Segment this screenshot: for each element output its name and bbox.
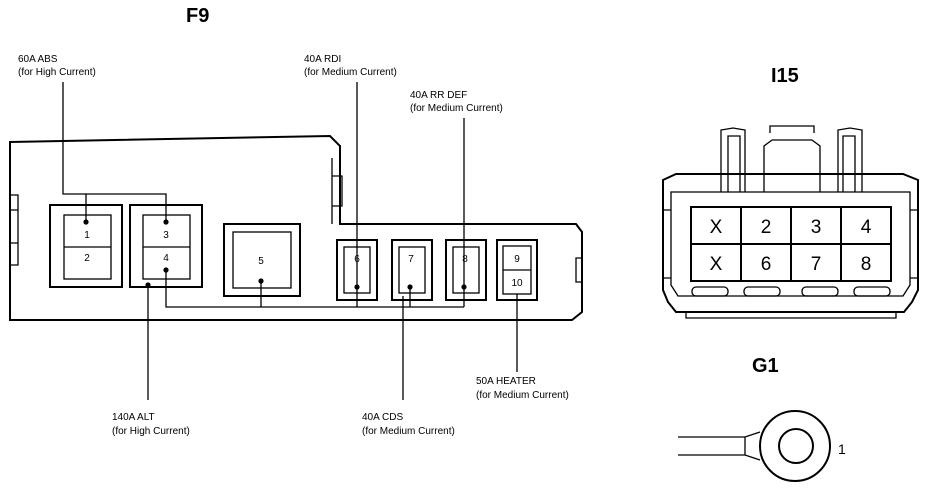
f9-cavity-7 (391, 239, 433, 301)
label-rdi-note: (for Medium Current) (304, 67, 397, 78)
label-cds-note: (for Medium Current) (362, 426, 455, 437)
f9-contact-dot (407, 284, 413, 290)
f9-pin-3: 3 (163, 230, 169, 241)
label-rrdef-name: 40A RR DEF (410, 90, 467, 101)
f9-pin-8: 8 (462, 254, 468, 265)
f9-contact-dot (163, 219, 169, 225)
i15-pin-r2c4: 8 (861, 254, 872, 275)
f9-contact-dot (83, 219, 89, 225)
f9-pin-9: 9 (514, 254, 520, 265)
f9-cavity-5 (223, 223, 301, 297)
i15-pin-r1c2: 2 (761, 217, 772, 238)
f9-top-tab (331, 158, 343, 224)
i15-pin-r1c3: 3 (811, 217, 822, 238)
label-abs-note: (for High Current) (18, 67, 96, 78)
label-alt-name: 140A ALT (112, 412, 155, 423)
f9-left-tab (10, 194, 19, 266)
f9-pin-5: 5 (258, 256, 264, 267)
g1-pin-1: 1 (838, 441, 846, 457)
label-alt-note: (for High Current) (112, 426, 190, 437)
f9-pin-4: 4 (163, 253, 169, 264)
f9-busbar-common (165, 270, 465, 308)
label-abs-name: 60A ABS (18, 54, 58, 65)
f9-right-tab (575, 257, 582, 283)
f9-pin-10: 10 (511, 278, 523, 289)
label-rrdef-note: (for Medium Current) (410, 103, 503, 114)
f9-pin-2: 2 (84, 253, 90, 264)
f9-busbar-1-3 (85, 193, 167, 222)
i15-pin-r2c2: 6 (761, 254, 772, 275)
i15-pin-r1c1: X (710, 217, 723, 238)
f9-title: F9 (186, 5, 209, 27)
i15-pin-r2c3: 7 (811, 254, 822, 275)
f9-cavity-8 (445, 239, 487, 301)
f9-pin-1: 1 (84, 230, 90, 241)
leader-abs (62, 82, 86, 195)
i15-connector-body (662, 125, 919, 319)
label-cds-name: 40A CDS (362, 412, 403, 423)
f9-pin-7: 7 (408, 254, 414, 265)
f9-housing (9, 134, 583, 321)
label-heater-note: (for Medium Current) (476, 390, 569, 401)
i15-pin-r1c4: 4 (861, 217, 872, 238)
g1-title: G1 (752, 355, 779, 377)
i15-title: I15 (771, 65, 799, 87)
f9-contact-dot (163, 267, 169, 273)
label-rdi-name: 40A RDI (304, 54, 341, 65)
f9-contact-dot (258, 278, 264, 284)
g1-ring-terminal (678, 410, 831, 482)
f9-cavity-9-10 (496, 239, 538, 301)
label-heater-name: 50A HEATER (476, 376, 536, 387)
i15-pin-r2c1: X (710, 254, 723, 275)
